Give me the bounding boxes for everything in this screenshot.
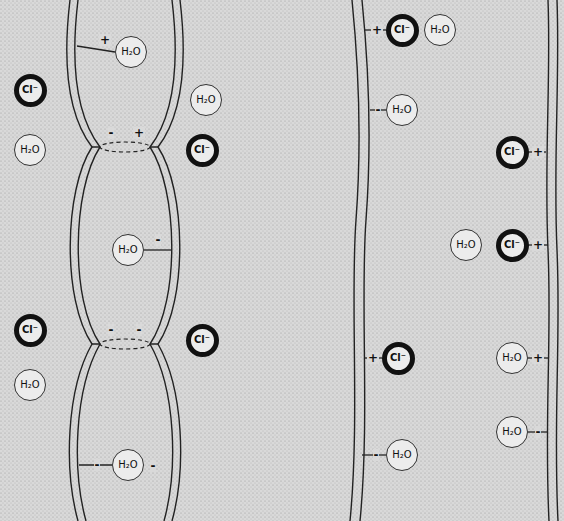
molecule-label: H₂O xyxy=(430,25,449,35)
water-molecule: H₂O xyxy=(496,416,528,448)
molecule-label: Cl⁻ xyxy=(194,145,210,155)
molecule-label: Cl⁻ xyxy=(22,85,38,95)
chloride-ion: Cl⁻ xyxy=(496,229,529,262)
charge-sign: + xyxy=(371,24,383,36)
molecule-label: Cl⁻ xyxy=(194,335,210,345)
molecule-label: H₂O xyxy=(502,427,521,437)
charge-sign: - xyxy=(94,459,101,471)
molecule-label: H₂O xyxy=(392,105,411,115)
charge-sign: + xyxy=(99,34,111,46)
charge-sign: - xyxy=(136,324,143,336)
charge-sign: + xyxy=(532,146,544,158)
charge-sign: - xyxy=(108,127,115,139)
charge-sign: + xyxy=(532,352,544,364)
molecule-label: H₂O xyxy=(20,380,39,390)
charge-sign: - xyxy=(535,426,542,438)
charge-sign: + xyxy=(532,239,544,251)
charge-sign: - xyxy=(150,460,157,472)
molecule-label: H₂O xyxy=(121,47,140,57)
cell-walls xyxy=(67,0,558,521)
molecule-label: Cl⁻ xyxy=(22,325,38,335)
charge-sign: - xyxy=(373,449,380,461)
molecule-label: H₂O xyxy=(118,245,137,255)
chloride-ion: Cl⁻ xyxy=(496,136,529,169)
attachment-stalks xyxy=(77,30,549,465)
molecule-label: H₂O xyxy=(502,353,521,363)
water-molecule: H₂O xyxy=(386,94,418,126)
chloride-ion: Cl⁻ xyxy=(186,324,219,357)
water-molecule: H₂O xyxy=(112,234,144,266)
pore-junction xyxy=(100,142,150,349)
molecule-label: Cl⁻ xyxy=(394,25,410,35)
molecule-label: H₂O xyxy=(456,240,475,250)
water-molecule: H₂O xyxy=(424,14,456,46)
molecule-label: H₂O xyxy=(20,145,39,155)
water-molecule: H₂O xyxy=(450,229,482,261)
water-molecule: H₂O xyxy=(14,369,46,401)
chloride-ion: Cl⁻ xyxy=(186,134,219,167)
chloride-ion: Cl⁻ xyxy=(14,74,47,107)
chloride-ion: Cl⁻ xyxy=(382,342,415,375)
water-molecule: H₂O xyxy=(386,439,418,471)
charge-sign: + xyxy=(133,127,145,139)
water-molecule: H₂O xyxy=(190,84,222,116)
molecule-label: H₂O xyxy=(196,95,215,105)
charge-sign: - xyxy=(155,234,162,246)
charge-sign: + xyxy=(367,352,379,364)
charge-sign: - xyxy=(108,324,115,336)
water-molecule: H₂O xyxy=(112,449,144,481)
molecule-label: H₂O xyxy=(118,460,137,470)
water-molecule: H₂O xyxy=(496,342,528,374)
molecule-label: Cl⁻ xyxy=(504,240,520,250)
molecule-label: Cl⁻ xyxy=(504,147,520,157)
water-molecule: H₂O xyxy=(115,36,147,68)
molecule-label: Cl⁻ xyxy=(390,353,406,363)
water-molecule: H₂O xyxy=(14,134,46,166)
chloride-ion: Cl⁻ xyxy=(386,14,419,47)
charge-sign: - xyxy=(375,104,382,116)
molecule-label: H₂O xyxy=(392,450,411,460)
chloride-ion: Cl⁻ xyxy=(14,314,47,347)
